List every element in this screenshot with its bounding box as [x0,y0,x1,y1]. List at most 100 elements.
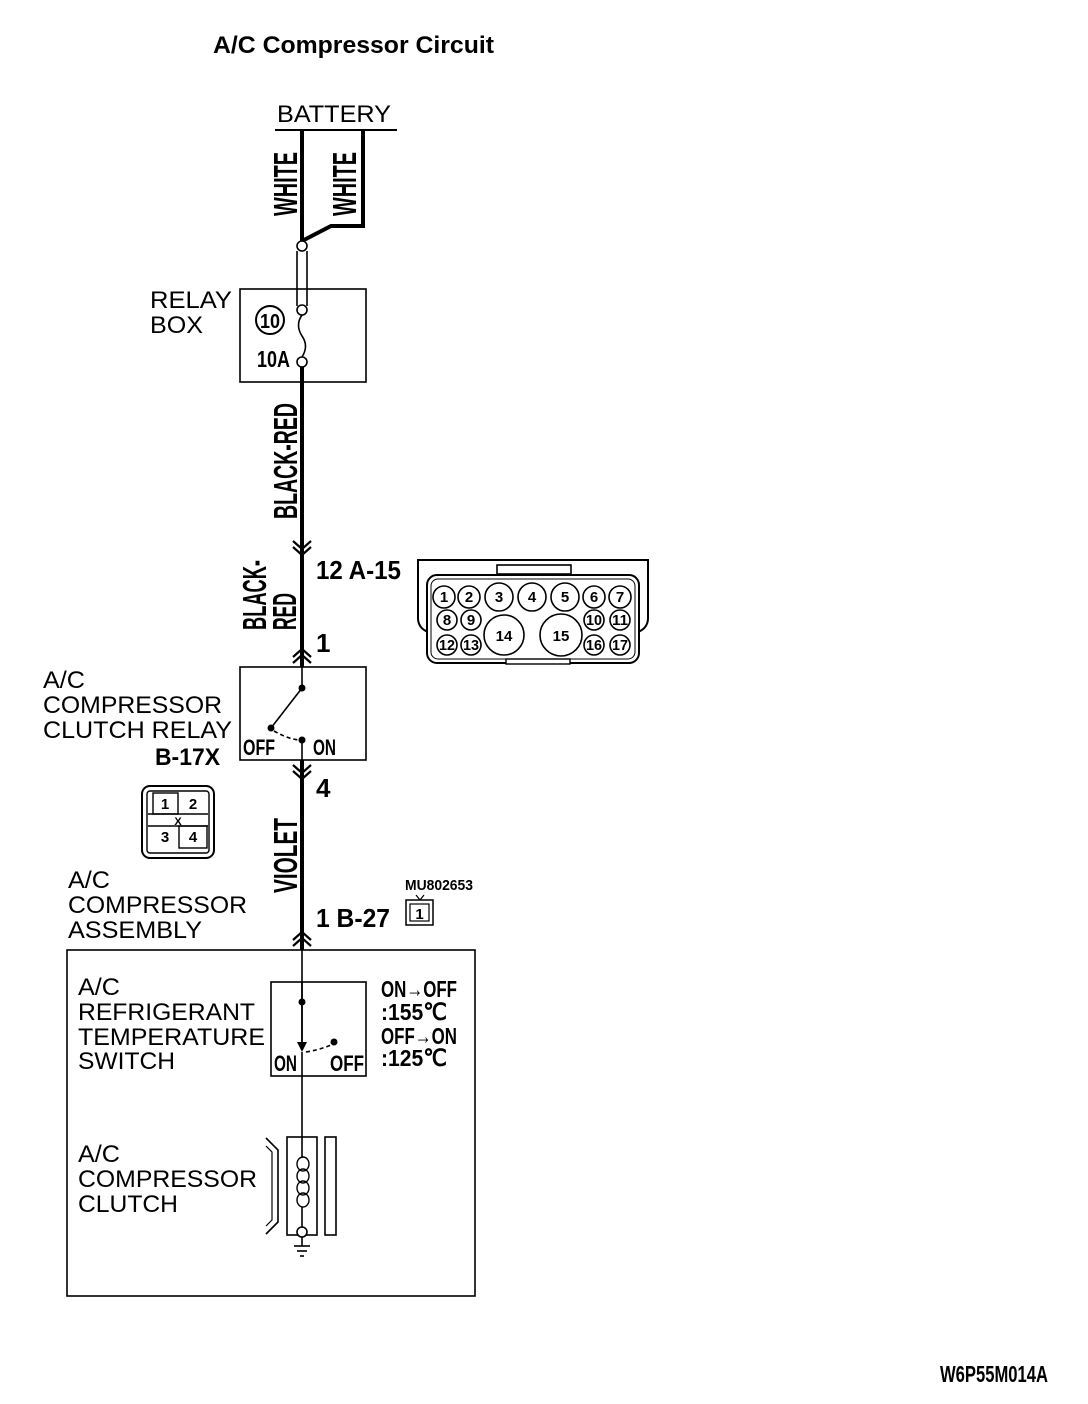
connector-a15-pin-15 [539,613,583,657]
relay-output-pin-number: 4 [316,773,331,803]
connector-symbol-inner [409,903,430,922]
compressor-input-female-chevrons [292,930,312,947]
fuse-number: 10 [260,311,280,333]
connector-a15-male-chevrons [292,540,312,557]
connector-a15-pin-label: 4 [528,589,537,606]
figure-code: W6P55M014A [940,1361,1048,1387]
clutch-relay-label-line2: COMPRESSOR [43,692,222,719]
battery-label: BATTERY [277,101,391,128]
compressor-assembly: A/C COMPRESSOR ASSEMBLY A/C REFRIGERANT … [66,867,476,1297]
temp-switch-arrow-icon [297,1042,307,1052]
connector-a15-pin-label: 10 [586,612,602,629]
temp-switch-spec-line4: :125℃ [381,1045,447,1071]
chevron-up-icon [292,936,312,947]
wire-color-label-black: BLACK- [236,560,273,630]
clutch-relay-label-line1: A/C [43,667,85,694]
connector-b17x-inner [146,790,210,854]
connector-a15-pin-label: 2 [465,589,473,606]
clutch-coil-icon [296,1180,310,1196]
relay-input-pin-number: 1 [316,628,330,658]
chevron-up-icon [292,930,312,941]
compressor-assembly-label-line2: COMPRESSOR [68,892,247,919]
connector-b17x-pin-label: 4 [189,829,198,846]
fuse-number-circle [255,305,285,335]
connector-a15-pin-12 [436,634,458,656]
connector-a15-pin-7 [608,585,632,609]
refrigerant-temperature-switch: A/C REFRIGERANT TEMPERATURE SWITCH ON OF… [78,950,457,1077]
connector-b17x-pin-label: 3 [161,829,169,846]
clutch-relay: A/C COMPRESSOR CLUTCH RELAY B-17X OFF ON [43,666,367,771]
connector-a15-pin-11 [609,609,631,631]
relay-box-label-line1: RELAY [150,287,232,314]
connector-symbol-pin: 1 [415,906,423,923]
connector-a15-pin-label: 1 [440,589,448,606]
wire-color-label-red: RED [266,593,303,630]
connector-a15-pin-label: 3 [495,589,503,606]
connector-a15-pin-2 [457,585,481,609]
clutch-coil-icon [296,1156,310,1172]
clutch-label-line1: A/C [78,1141,120,1168]
connector-a15-pin-label: 12 A-15 [316,555,401,585]
compressor-assembly-label-line1: A/C [68,867,110,894]
clutch-pulley-inner [265,1145,273,1227]
clutch-pulley-outer [265,1137,279,1235]
connector-a15-pin-label: 11 [612,612,628,629]
connector-a15-pin-label: 8 [443,612,451,629]
connector-a15-pin-label: 7 [616,589,624,606]
temp-switch-spec-line3: OFF→ON [381,1023,457,1049]
relay-switch-travel-dashed [273,730,300,741]
wire-color-label-violet: VIOLET [267,818,304,893]
connector-b27-part-symbol: MU802653 1 [405,877,473,926]
temp-switch-label-line2: REFRIGERANT [78,999,255,1026]
chevron-down-icon [292,764,312,775]
clutch-armature-plate [324,1136,337,1236]
relay-box-label-line2: BOX [150,312,203,339]
relay-switch-arm [270,687,303,729]
temp-switch-off-contact [330,1038,338,1046]
chevron-up-icon [292,647,312,658]
connector-a15-pin-8 [436,609,458,631]
connector-a15-pin-16 [583,634,605,656]
connector-b17x-pin-label: 1 [161,796,169,813]
temp-switch-label-line1: A/C [78,974,120,1001]
connector-b17x-pin-label: 2 [189,796,197,813]
connector-b17x-face: 1 2 3 4 X [141,785,215,859]
connector-a15-pin-14 [483,614,525,656]
connector-a15-face: 1 2 3 4 5 6 7 8 9 10 11 12 13 14 15 16 1… [417,559,649,665]
temp-switch-spec-line2: :155℃ [381,999,447,1025]
connector-a15-bottom-key [505,658,571,665]
fuse-output-terminal [296,356,308,368]
diagram-title: A/C Compressor Circuit [213,32,494,59]
relay-off-label: OFF [243,735,275,760]
battery-junction-terminal [296,240,308,252]
clutch-coil-icon [296,1192,310,1208]
temp-switch-pivot-contact [298,998,306,1006]
wire-color-label-white-right: WHITE [326,152,363,216]
temp-switch-spec-line1: ON→OFF [381,976,457,1002]
relay-off-contact [267,724,275,732]
relay-output-male-chevrons [292,764,312,781]
connector-a15-pin-4 [517,582,547,612]
battery-section: BATTERY WHITE WHITE [267,101,397,243]
connector-a15-pin-label: 5 [561,589,569,606]
connector-a15-pin-13 [460,634,482,656]
connector-b17x-body [141,785,215,859]
connector-b17x-key: X [174,816,182,828]
connector-a15-lock-tab [496,564,572,575]
ground-icon [294,1237,310,1257]
connector-a15-pin-label: 14 [496,628,513,645]
connector-a15-pin-9 [460,609,482,631]
temp-switch-label-line3: TEMPERATURE [78,1024,265,1051]
temp-switch-outline [270,981,367,1077]
temp-switch-off-label: OFF [330,1051,364,1076]
chevron-down-icon [292,546,312,557]
temp-switch-travel-dashed [305,1044,332,1053]
connector-b27-pin-label: 1 B-27 [316,903,390,933]
connector-b17x-cell-4 [178,825,208,849]
clutch-ground-terminal [296,1226,308,1238]
connector-a15-pin-5 [550,582,580,612]
connector-a15-pin-6 [582,585,606,609]
compressor-clutch: A/C COMPRESSOR CLUTCH [78,1076,337,1257]
connector-a15-pin-label: 12 [439,637,455,654]
